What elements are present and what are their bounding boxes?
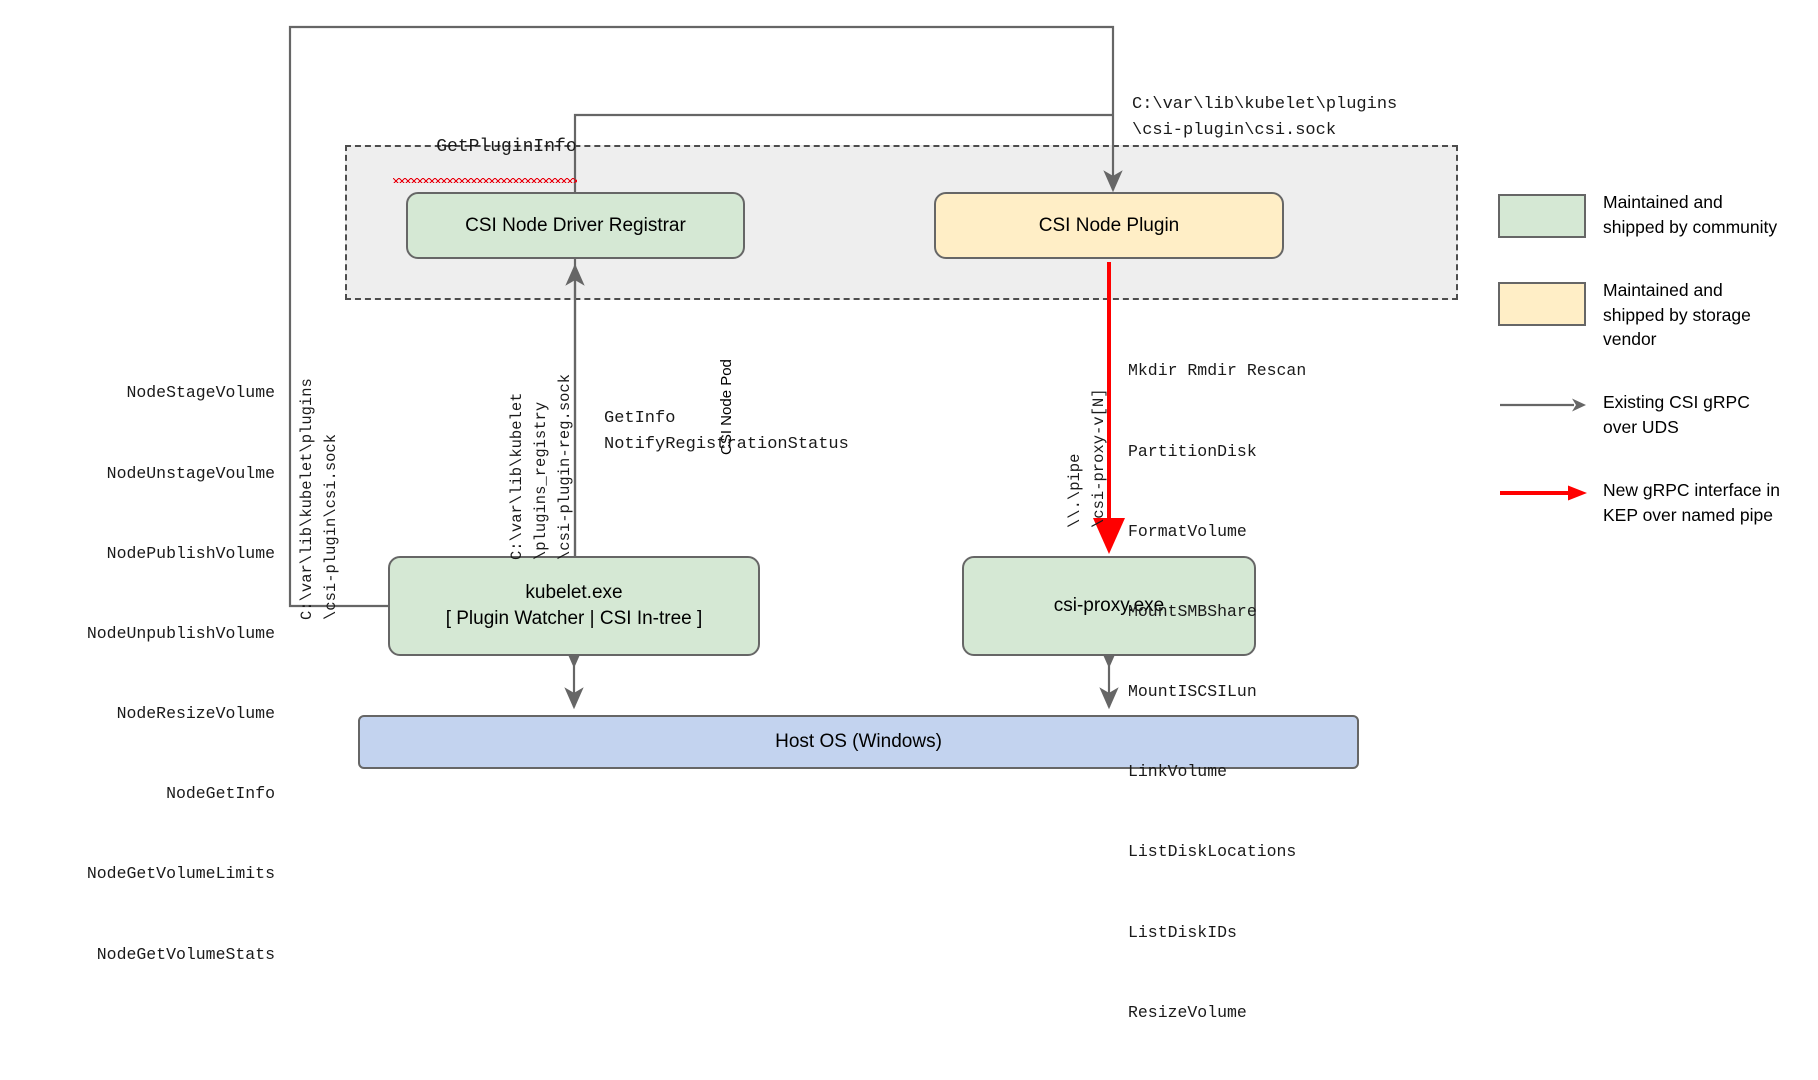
connector-layer — [288, 25, 1125, 710]
spellcheck-squiggle-icon — [393, 178, 577, 183]
list-item: NodeUnstageVoulme — [106, 463, 275, 483]
list-csi-node-rpcs: NodeStageVolume NodeUnstageVoulme NodePu… — [0, 327, 275, 1022]
list-item: ListDiskLocations — [1128, 842, 1297, 862]
node-csi-proxy-exe[interactable]: csi-proxy.exe — [962, 556, 1256, 656]
legend-item-existing-uds: Existing CSI gRPC over UDS — [1498, 390, 1808, 440]
legend-label-new-named-pipe: New gRPC interface in KEP over named pip… — [1603, 479, 1781, 525]
list-item: PartitionDisk — [1128, 441, 1257, 461]
node-csi-node-driver-registrar-label: CSI Node Driver Registrar — [465, 214, 686, 236]
list-item: FormatVolume — [1128, 521, 1247, 541]
legend-item-storage-vendor: Maintained and shipped by storage vendor — [1498, 278, 1808, 353]
node-csi-node-plugin-label: CSI Node Plugin — [1038, 214, 1180, 236]
label-registry-socket-path-vertical: C:\var\lib\kubelet \plugins_registry \cs… — [508, 373, 575, 560]
label-named-pipe-vertical: \\.\pipe \csi-proxy-v[N] — [1066, 388, 1109, 528]
list-item: MountISCSILun — [1128, 682, 1257, 702]
node-kubelet-exe-sublabel: [ Plugin Watcher | CSI In-tree ] — [445, 608, 703, 629]
node-kubelet-exe-label: kubelet.exe — [525, 582, 623, 604]
list-item: Mkdir Rmdir Rescan — [1128, 361, 1307, 381]
label-get-plugin-info: GetPluginInfo — [393, 117, 577, 223]
list-item: NodeUnpublishVolume — [86, 623, 275, 643]
legend-mark-community — [1498, 190, 1591, 238]
list-item: NodeGetInfo — [166, 784, 275, 804]
list-csi-proxy-apis: Mkdir Rmdir Rescan PartitionDisk FormatV… — [1128, 305, 1306, 1080]
list-item: ListDiskIDs — [1128, 922, 1237, 942]
diagram-canvas: CSI Node Pod — [87, 25, 1808, 1022]
legend-item-new-named-pipe: New gRPC interface in KEP over named pip… — [1498, 478, 1808, 528]
legend-item-community: Maintained and shipped by community — [1498, 190, 1808, 240]
red-arrow-icon — [1500, 485, 1587, 501]
grey-arrow-icon — [1500, 398, 1586, 412]
label-plugin-socket-path: C:\var\lib\kubelet\plugins \csi-plugin\c… — [1132, 95, 1398, 140]
legend: Maintained and shipped by community Main… — [1498, 190, 1808, 566]
list-item: NodePublishVolume — [106, 543, 275, 563]
wire-kubelet-to-node-plugin — [288, 25, 1123, 608]
legend-label-community: Maintained and shipped by community — [1603, 192, 1778, 237]
label-get-plugin-info-text: GetPluginInfo — [436, 137, 577, 157]
legend-mark-new-named-pipe — [1498, 478, 1591, 504]
list-item: NodeGetVolumeStats — [96, 944, 275, 964]
list-item: NodeGetVolumeLimits — [86, 864, 275, 884]
wire-kubelet-to-registrar-getplugininfo — [573, 113, 1113, 556]
legend-swatch-green-icon — [1498, 194, 1586, 238]
legend-label-existing-uds: Existing CSI gRPC over UDS — [1603, 392, 1750, 438]
label-csi-socket-path-vertical: C:\var\lib\kubelet\plugins \csi-plugin\c… — [298, 378, 341, 620]
legend-mark-storage-vendor — [1498, 278, 1591, 326]
node-csi-node-driver-registrar[interactable]: CSI Node Driver Registrar — [406, 192, 745, 259]
list-item: MountSMBShare — [1128, 601, 1257, 621]
legend-swatch-yellow-icon — [1498, 281, 1586, 326]
node-host-os[interactable]: Host OS (Windows) — [358, 715, 1359, 769]
list-item: ResizeVolume — [1128, 1002, 1247, 1022]
list-item: LinkVolume — [1128, 762, 1228, 782]
node-csi-node-plugin[interactable]: CSI Node Plugin — [934, 192, 1284, 259]
node-host-os-label: Host OS (Windows) — [775, 731, 942, 753]
node-csi-proxy-exe-label: csi-proxy.exe — [1053, 595, 1165, 617]
legend-mark-existing-uds — [1498, 390, 1591, 416]
list-item: NodeResizeVolume — [116, 704, 275, 724]
node-kubelet-exe[interactable]: kubelet.exe [ Plugin Watcher | CSI In-tr… — [388, 556, 760, 656]
list-item: NodeStageVolume — [126, 383, 275, 403]
legend-label-storage-vendor: Maintained and shipped by storage vendor — [1603, 279, 1751, 350]
label-registration-calls: GetInfo NotifyRegistrationStatus — [604, 409, 849, 455]
